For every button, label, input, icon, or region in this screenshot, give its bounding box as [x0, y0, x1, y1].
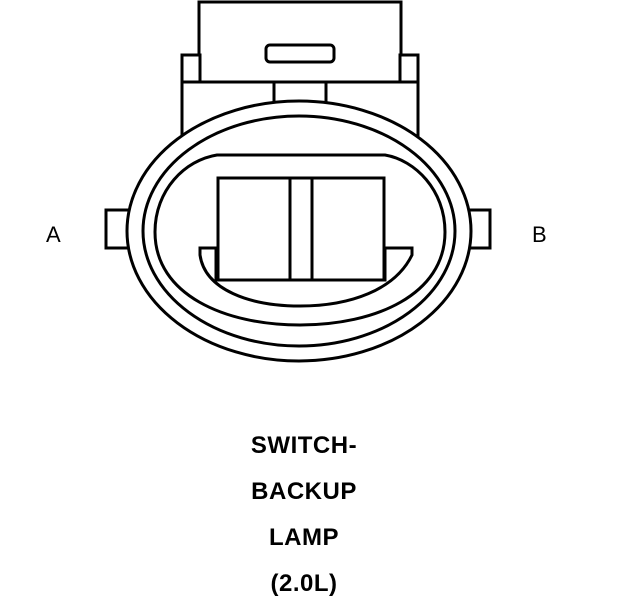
caption-line-3: LAMP: [269, 524, 339, 551]
latch-slot: [264, 43, 336, 64]
terminal-block-a: [216, 176, 292, 282]
terminal-block-b: [310, 176, 386, 282]
caption-line-1: SWITCH-: [251, 432, 357, 459]
inner-oval: [141, 114, 457, 348]
caption-line-4: (2.0L): [270, 570, 337, 597]
pin-label-a: A: [46, 222, 61, 247]
pin-label-b: B: [532, 222, 547, 247]
terminal-channel: [198, 246, 414, 308]
top-tab: [197, 0, 403, 84]
terminal-separator: [288, 176, 314, 282]
caption-line-2: BACKUP: [251, 478, 357, 505]
